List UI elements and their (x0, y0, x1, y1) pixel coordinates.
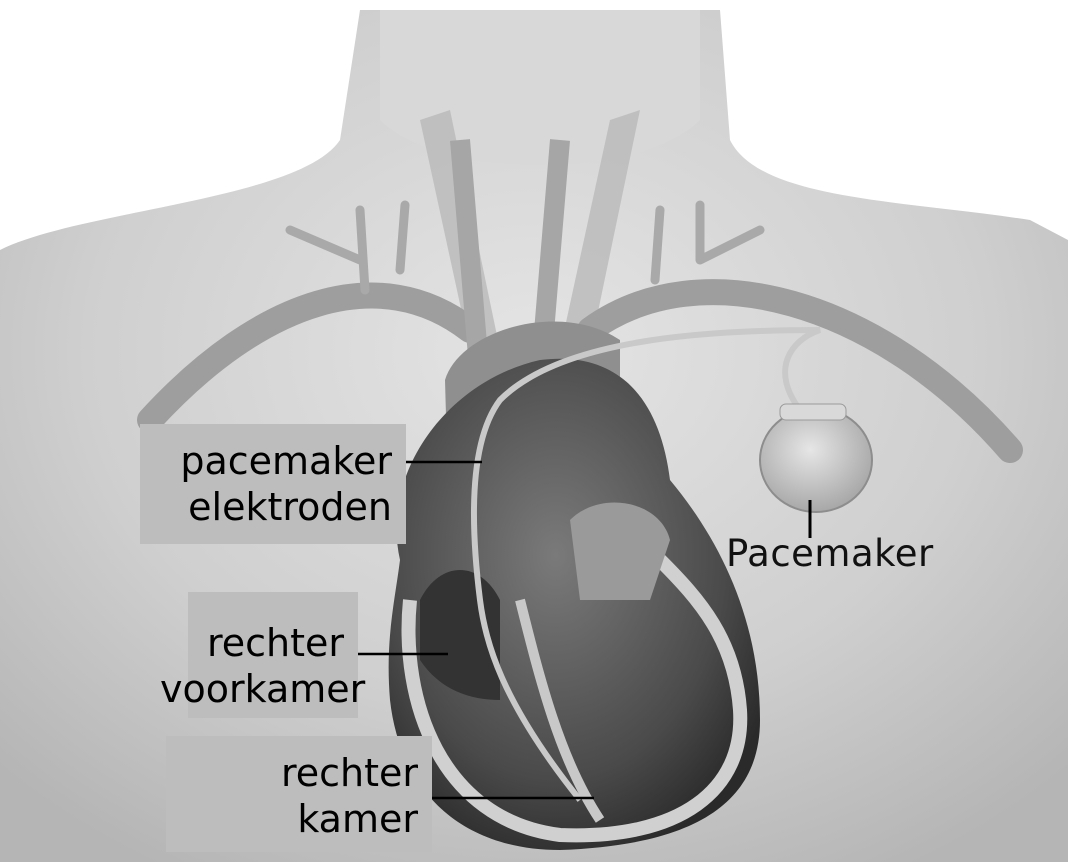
label-pacemaker: Pacemaker (726, 532, 934, 575)
label-right-ventricle-line2: kamer (180, 796, 418, 842)
label-right-ventricle: rechter kamer (166, 736, 432, 852)
label-electrodes-line1: pacemaker (154, 438, 392, 484)
pacemaker-header (780, 404, 846, 420)
label-electrodes-line2: elektroden (154, 484, 392, 530)
label-pacemaker-electrodes: pacemaker elektroden (140, 424, 406, 544)
label-right-ventricle-line1: rechter (180, 750, 418, 796)
label-right-atrium-line1: rechter (160, 620, 344, 666)
label-right-atrium-line2: voorkamer (160, 666, 344, 712)
label-right-atrium-text: rechter voorkamer (160, 620, 344, 712)
pacemaker-device (760, 408, 872, 512)
